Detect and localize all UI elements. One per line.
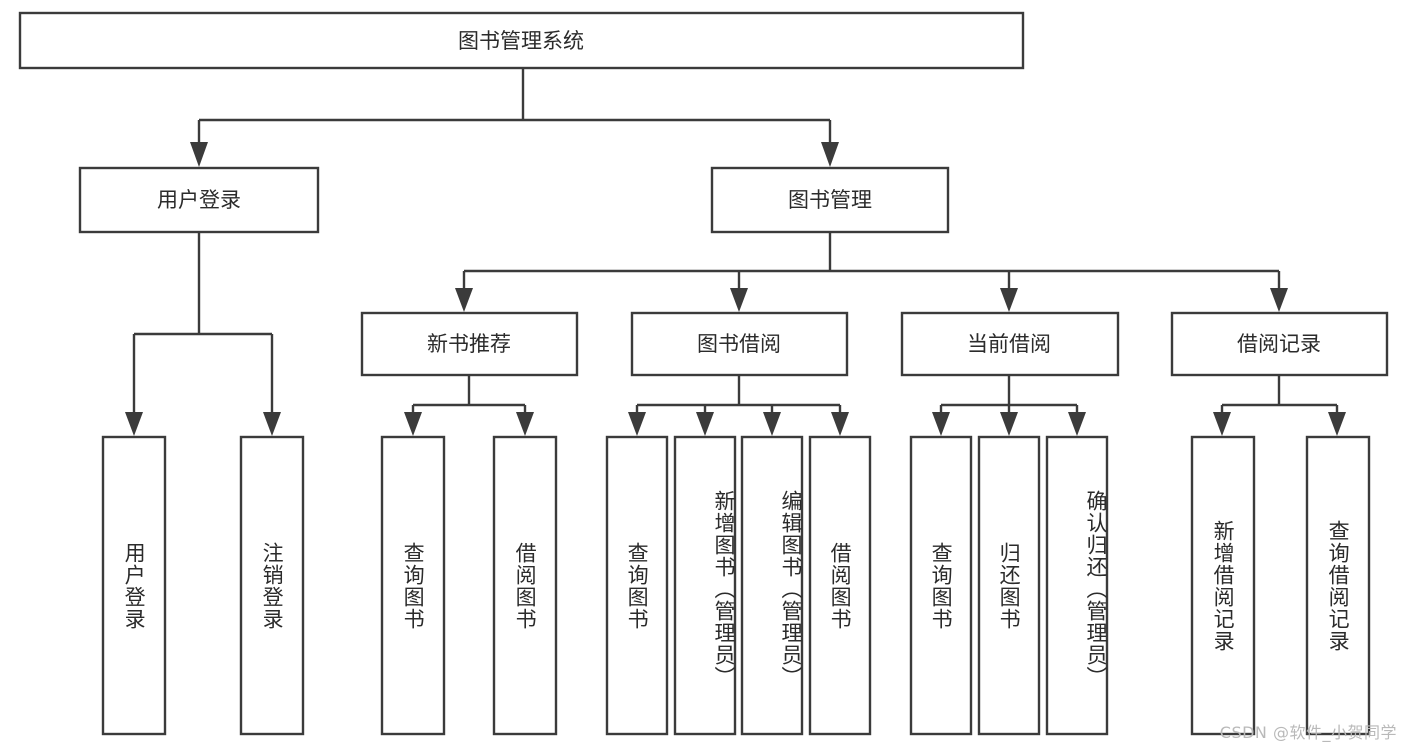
arrow-head-icon <box>1000 288 1018 312</box>
node-borrow-record[interactable]: 借阅记录 <box>1170 311 1389 377</box>
arrow-head-icon <box>730 288 748 312</box>
arrow-head-icon <box>763 412 781 436</box>
leaf-box-borrow-3[interactable] <box>808 435 872 736</box>
leaf-box-user-login-0[interactable] <box>101 435 167 736</box>
node-user-login[interactable]: 用户登录 <box>78 166 320 234</box>
node-layer: 图书管理系统 用户登录 图书管理 新书推荐 图书借阅 当前 <box>18 11 1389 736</box>
node-book-management-box[interactable] <box>710 166 950 234</box>
node-new-book-recommend-box[interactable] <box>360 311 579 377</box>
node-book-management-label: 图书管理 <box>788 188 872 212</box>
leaf-box-borrow-2[interactable] <box>740 435 804 736</box>
leaf-box-current-1[interactable] <box>977 435 1041 736</box>
node-user-login-box[interactable] <box>78 166 320 234</box>
leaf-box-recommend-0[interactable] <box>380 435 446 736</box>
arrow-head-icon <box>1270 288 1288 312</box>
node-book-borrow-box[interactable] <box>630 311 849 377</box>
node-root[interactable]: 图书管理系统 <box>18 11 1025 70</box>
arrow-head-icon <box>516 412 534 436</box>
arrow-head-icon <box>1068 412 1086 436</box>
node-current-borrow-box[interactable] <box>900 311 1120 377</box>
leaf-box-record-0[interactable] <box>1190 435 1256 736</box>
node-book-borrow[interactable]: 图书借阅 <box>630 311 849 377</box>
arrow-head-icon <box>263 412 281 436</box>
leaf-box-recommend-1[interactable] <box>492 435 558 736</box>
node-borrow-record-label: 借阅记录 <box>1237 332 1321 356</box>
node-new-book-recommend[interactable]: 新书推荐 <box>360 311 579 377</box>
leaf-box-current-0[interactable] <box>909 435 973 736</box>
arrow-head-icon <box>831 412 849 436</box>
node-book-borrow-label: 图书借阅 <box>697 332 781 356</box>
leaf-box-record-1[interactable] <box>1305 435 1371 736</box>
arrow-head-icon <box>125 412 143 436</box>
node-root-label: 图书管理系统 <box>458 29 584 53</box>
watermark-text: CSDN @软件_小贺同学 <box>1219 723 1397 742</box>
arrow-head-icon <box>1000 412 1018 436</box>
arrow-head-icon <box>455 288 473 312</box>
leaf-box-borrow-0[interactable] <box>605 435 669 736</box>
arrow-head-icon <box>190 142 208 167</box>
node-current-borrow-label: 当前借阅 <box>967 332 1051 356</box>
leaf-box-user-login-1[interactable] <box>239 435 305 736</box>
arrow-head-icon <box>1328 412 1346 436</box>
leaf-box-borrow-1[interactable] <box>673 435 737 736</box>
node-current-borrow[interactable]: 当前借阅 <box>900 311 1120 377</box>
arrow-head-icon <box>404 412 422 436</box>
arrow-head-icon <box>821 142 839 167</box>
node-new-book-recommend-label: 新书推荐 <box>427 332 511 356</box>
node-book-management[interactable]: 图书管理 <box>710 166 950 234</box>
arrow-head-icon <box>628 412 646 436</box>
arrow-head-icon <box>1213 412 1231 436</box>
arrow-head-icon <box>932 412 950 436</box>
node-borrow-record-box[interactable] <box>1170 311 1389 377</box>
arrow-head-icon <box>696 412 714 436</box>
leaf-box-current-2[interactable] <box>1045 435 1109 736</box>
connector-layer <box>125 68 1346 436</box>
node-user-login-label: 用户登录 <box>157 188 241 212</box>
node-root-box[interactable] <box>18 11 1025 70</box>
